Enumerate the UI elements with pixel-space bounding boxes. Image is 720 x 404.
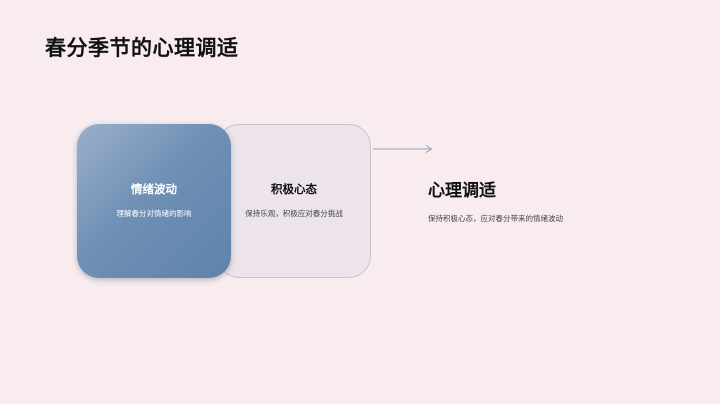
card-title: 积极心态 bbox=[271, 182, 317, 196]
result-title: 心理调适 bbox=[428, 181, 496, 201]
card-title: 情绪波动 bbox=[131, 182, 177, 196]
result-description: 保持积极心态，应对春分带来的情绪波动 bbox=[428, 214, 563, 223]
slide-title: 春分季节的心理调适 bbox=[45, 36, 239, 60]
card-description: 保持乐观，积极应对春分挑战 bbox=[245, 209, 343, 218]
arrow-right-icon bbox=[373, 145, 433, 153]
card-positive-mindset: 积极心态 保持乐观，积极应对春分挑战 bbox=[217, 124, 371, 278]
card-description: 理解春分对情绪的影响 bbox=[116, 209, 192, 218]
card-emotional-fluctuation: 情绪波动 理解春分对情绪的影响 bbox=[77, 124, 231, 278]
